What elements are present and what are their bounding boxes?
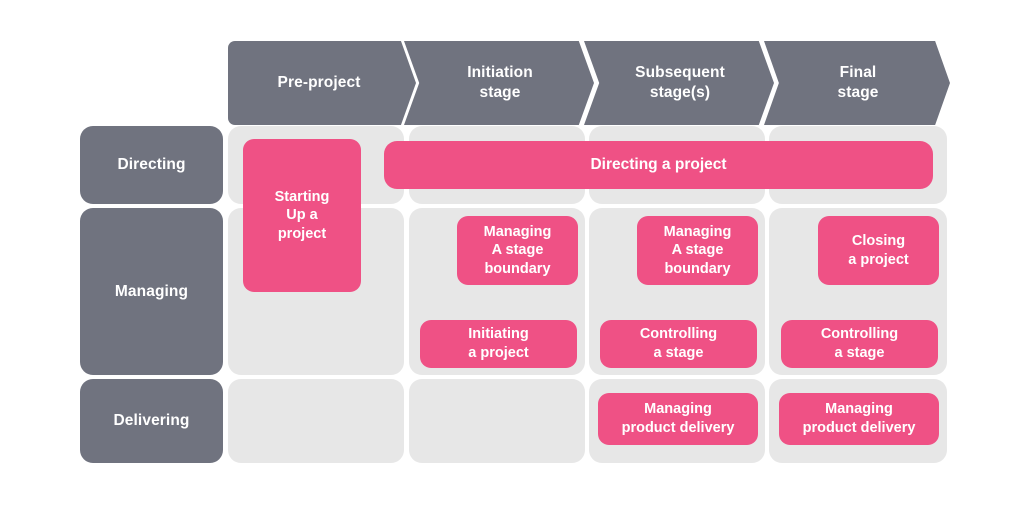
process-managing-product-delivery-final-line1: Managing [825, 401, 893, 418]
process-initiating-a-project-line1: Initiating [468, 326, 529, 343]
process-managing-a-stage-boundary-subsequent-line2: A stage [671, 242, 724, 259]
process-initiating-a-project-line2: a project [468, 345, 529, 361]
stage-header-subsequent[interactable]: Subsequent stage(s) [584, 41, 774, 125]
cell-delivering-initiation [409, 379, 585, 463]
process-managing-a-stage-boundary-initiation-line1: Managing [483, 223, 552, 240]
process-managing-product-delivery-subsequent-line2: product delivery [621, 420, 735, 436]
process-managing-a-stage-boundary-initiation-line3: boundary [484, 260, 551, 277]
stage-header-initiation-line1: Initiation [467, 63, 533, 81]
process-controlling-a-stage-final[interactable]: Controlling a stage [781, 320, 938, 368]
row-label-directing-text: Directing [117, 156, 186, 173]
stage-header-pre-project[interactable]: Pre-project [228, 41, 416, 125]
process-managing-a-stage-boundary-initiation[interactable]: Managing A stage boundary [457, 216, 578, 285]
process-controlling-a-stage-subsequent[interactable]: Controlling a stage [600, 320, 757, 368]
stage-header-final[interactable]: Final stage [764, 41, 950, 125]
process-controlling-a-stage-subsequent-line1: Controlling [639, 326, 718, 343]
process-closing-a-project-line1: Closing [851, 232, 906, 249]
row-label-delivering-text: Delivering [113, 412, 190, 429]
stage-header-final-line2: stage [837, 84, 879, 101]
process-starting-up-a-project[interactable]: Starting Up a project [243, 139, 361, 292]
stage-header-pre-project-line1: Pre-project [277, 73, 361, 91]
process-starting-up-a-project-line1: Starting [274, 188, 330, 205]
stage-header-initiation[interactable]: Initiation stage [404, 41, 594, 125]
stage-header-subsequent-line1: Subsequent [635, 63, 725, 81]
process-controlling-a-stage-final-line2: a stage [834, 345, 885, 361]
stage-header-subsequent-line2: stage(s) [649, 84, 711, 101]
process-managing-product-delivery-final[interactable]: Managing product delivery [779, 393, 939, 445]
process-controlling-a-stage-subsequent-line2: a stage [653, 345, 704, 361]
process-closing-a-project-line2: a project [848, 251, 909, 268]
process-closing-a-project[interactable]: Closing a project [818, 216, 939, 285]
stage-header-final-line1: Final [839, 63, 877, 81]
process-initiating-a-project[interactable]: Initiating a project [420, 320, 577, 368]
process-managing-product-delivery-subsequent-line1: Managing [644, 401, 712, 418]
row-label-directing[interactable]: Directing [80, 126, 223, 204]
process-managing-a-stage-boundary-subsequent[interactable]: Managing A stage boundary [637, 216, 758, 285]
stage-header-initiation-line2: stage [479, 84, 521, 101]
row-label-managing-text: Managing [114, 282, 189, 300]
process-managing-product-delivery-final-line2: product delivery [802, 420, 916, 436]
row-label-managing[interactable]: Managing [80, 208, 223, 375]
process-starting-up-a-project-line3: project [277, 225, 327, 242]
process-starting-up-a-project-line2: Up a [286, 207, 318, 224]
process-managing-a-stage-boundary-initiation-line2: A stage [491, 242, 544, 259]
cell-delivering-pre-project [228, 379, 404, 463]
process-directing-a-project-label: Directing a project [590, 156, 727, 174]
process-managing-a-stage-boundary-subsequent-line3: boundary [664, 260, 731, 277]
process-controlling-a-stage-final-line1: Controlling [820, 326, 899, 343]
process-directing-a-project[interactable]: Directing a project [384, 141, 933, 189]
stage-header-row: Pre-project Initiation stage Subsequent … [228, 41, 950, 125]
process-managing-a-stage-boundary-subsequent-line1: Managing [663, 223, 732, 240]
row-label-delivering[interactable]: Delivering [80, 379, 223, 463]
process-managing-product-delivery-subsequent[interactable]: Managing product delivery [598, 393, 758, 445]
